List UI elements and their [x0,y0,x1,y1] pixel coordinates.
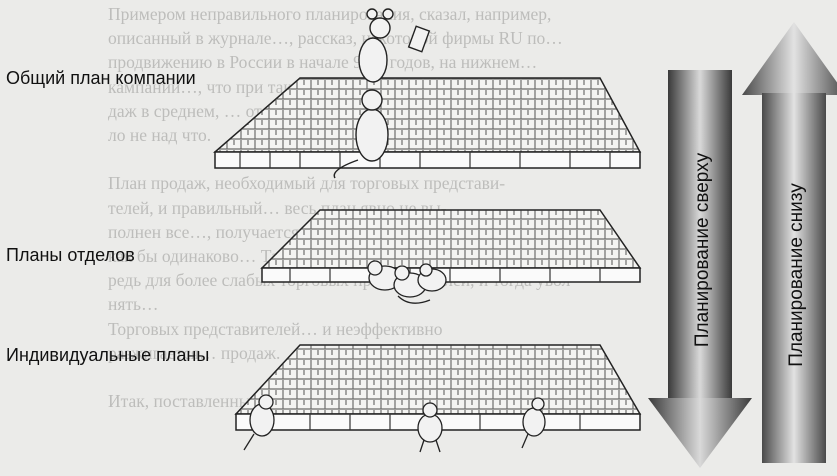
label-bottom-up: Планирование снизу [786,183,807,367]
background-text-line: разжигается… продаж. [108,342,281,363]
rats-group [367,260,447,304]
rat-on-top [333,8,431,179]
arrow-top-down [648,70,752,468]
background-text-line: ло не над что. [108,125,212,146]
label-company-plan: Общий план компании [6,68,196,88]
rats-individual [243,394,546,453]
background-text-line: План продаж, необходимый для торговых пр… [108,173,506,194]
arrow-bottom-up [742,22,837,463]
background-text-line: нять… [108,294,159,315]
label-top-down: Планирование сверху [692,152,713,348]
background-text-line: телей, и правильный… весь план явно не в… [108,197,447,218]
background-text-line: описанный в журнале…, рассказ, некоторой… [108,28,563,49]
maze-company [212,77,642,169]
background-text-line: Торговых представителей… и неэффективно [108,318,443,339]
maze-departments [260,209,642,283]
label-individual-plans: Индивидуальные планы [6,345,210,365]
label-department-plans: Планы отделов [6,245,135,265]
